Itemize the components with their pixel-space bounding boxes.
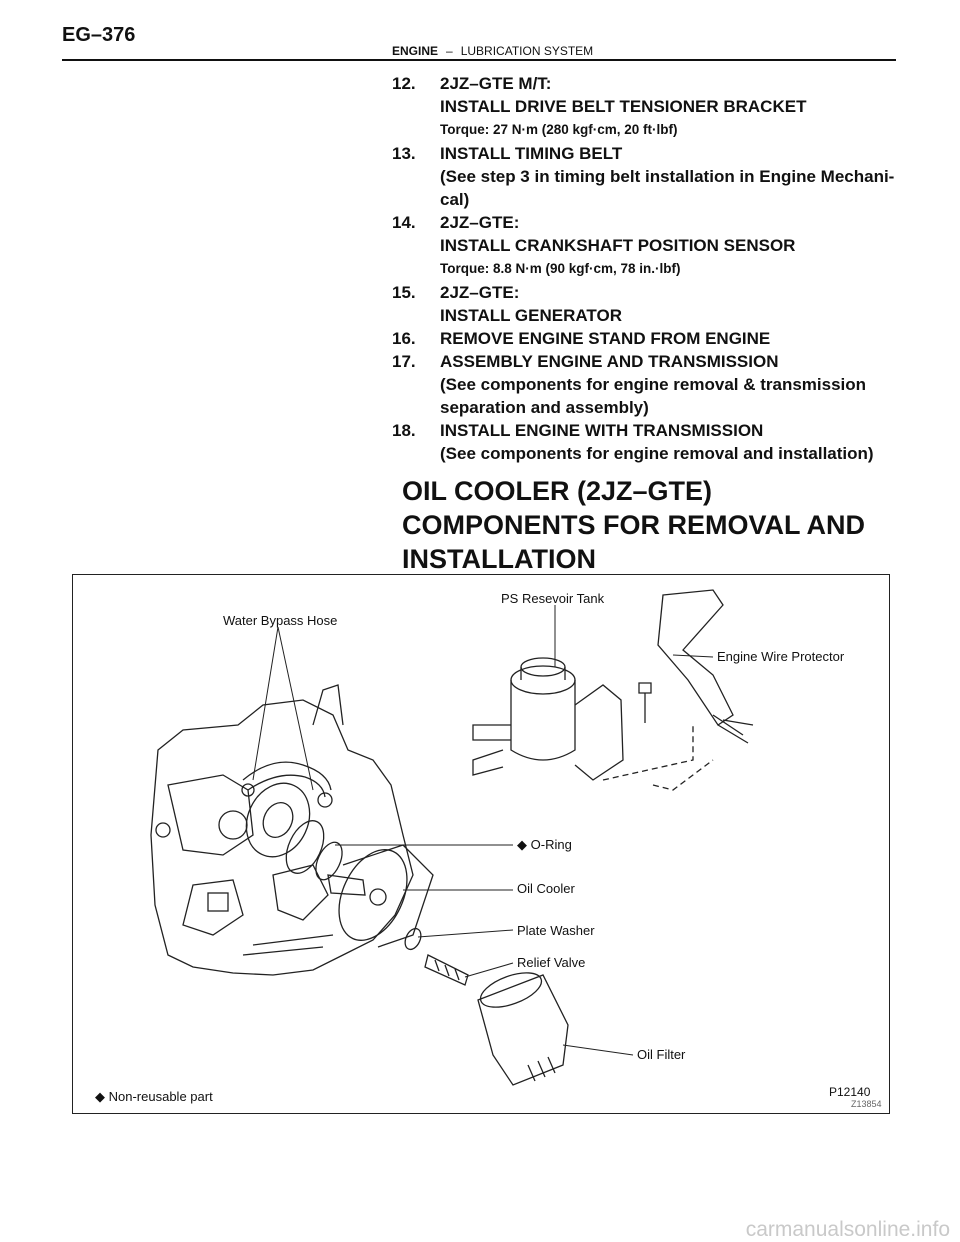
step-16: 16. REMOVE ENGINE STAND FROM ENGINE: [392, 327, 898, 350]
exploded-view-illustration: [150, 589, 754, 1086]
label-ps-reservoir-tank: PS Resevoir Tank: [501, 591, 605, 606]
page-number: EG–376: [62, 24, 136, 46]
section-title-line: OIL COOLER (2JZ–GTE): [402, 476, 713, 506]
components-diagram: Water Bypass Hose PS Resevoir Tank Engin…: [72, 574, 890, 1114]
section-name: ENGINE: [392, 44, 439, 58]
step-number: 13.: [392, 144, 416, 163]
o-ring-drawing: [315, 841, 343, 881]
step-13: 13. INSTALL TIMING BELT (See step 3 in t…: [392, 142, 898, 211]
step-line: cal): [440, 190, 470, 209]
step-number: 15.: [392, 283, 416, 302]
torque-spec: Torque: 8.8 N·m (90 kgf·cm, 78 in.·lbf): [440, 261, 681, 276]
step-number: 12.: [392, 74, 416, 93]
label-oil-filter: Oil Filter: [637, 1047, 686, 1062]
torque-spec: Torque: 27 N·m (280 kgf·cm, 20 ft·lbf): [440, 122, 678, 137]
label-o-ring: ◆ O-Ring: [517, 837, 572, 853]
oil-cooler-drawing: [327, 844, 434, 948]
step-number: 18.: [392, 421, 416, 440]
water-bypass-hose-drawing: [241, 761, 333, 808]
label-plate-washer: Plate Washer: [517, 923, 595, 938]
figure-code: P12140: [829, 1085, 871, 1099]
step-line: INSTALL TIMING BELT: [440, 144, 623, 163]
step-number: 14.: [392, 213, 416, 232]
label-relief-valve: Relief Valve: [517, 955, 586, 970]
step-line: (See components for engine removal and i…: [440, 444, 874, 463]
step-line: INSTALL GENERATOR: [440, 306, 622, 325]
label-engine-wire-protector: Engine Wire Protector: [717, 649, 845, 664]
step-line: INSTALL CRANKSHAFT POSITION SENSOR: [440, 236, 796, 255]
o-ring-label-text: O-Ring: [530, 837, 572, 852]
step-17: 17. ASSEMBLY ENGINE AND TRANSMISSION (Se…: [392, 350, 898, 419]
non-reusable-marker-icon: ◆: [95, 1089, 105, 1104]
step-line: (See step 3 in timing belt installation …: [440, 167, 895, 186]
section-header: ENGINE–LUBRICATION SYSTEM: [392, 44, 593, 58]
bolt-drawing: [638, 682, 652, 723]
watermark: carmanualsonline.info: [745, 1218, 950, 1241]
subsection-name: LUBRICATION SYSTEM: [460, 44, 594, 58]
legend-text: Non-reusable part: [108, 1089, 213, 1104]
step-line: 2JZ–GTE M/T:: [440, 74, 552, 93]
header-separator: –: [446, 44, 453, 58]
step-number: 17.: [392, 352, 416, 371]
procedure-steps: 12. 2JZ–GTE M/T: INSTALL DRIVE BELT TENS…: [392, 72, 898, 465]
o-ring-drawing: [285, 820, 325, 874]
step-line: 2JZ–GTE:: [440, 213, 520, 232]
leader-lines: [252, 605, 714, 1056]
plate-washer-drawing: [404, 927, 422, 951]
step-line: INSTALL ENGINE WITH TRANSMISSION: [440, 421, 764, 440]
engine-wire-protector-drawing: [657, 589, 754, 744]
section-title: OIL COOLER (2JZ–GTE) COMPONENTS FOR REMO…: [402, 474, 922, 576]
oil-cooler-mount-drawing: [245, 782, 311, 858]
label-oil-cooler: Oil Cooler: [517, 881, 575, 896]
step-15: 15. 2JZ–GTE: INSTALL GENERATOR: [392, 281, 898, 327]
header-rule: [62, 59, 896, 61]
step-line: (See components for engine removal & tra…: [440, 375, 867, 394]
step-line: separation and assembly): [440, 398, 649, 417]
step-line: REMOVE ENGINE STAND FROM ENGINE: [440, 329, 771, 348]
oil-filter-drawing: [477, 972, 569, 1086]
step-18: 18. INSTALL ENGINE WITH TRANSMISSION (Se…: [392, 419, 898, 465]
label-water-bypass-hose: Water Bypass Hose: [223, 613, 338, 628]
section-title-line: COMPONENTS FOR REMOVAL AND: [402, 510, 866, 540]
figure-subcode: Z13854: [851, 1099, 882, 1109]
legend-non-reusable: ◆ Non-reusable part: [95, 1089, 213, 1105]
step-number: 16.: [392, 329, 416, 348]
non-reusable-marker-icon: ◆: [517, 837, 527, 852]
ps-reservoir-tank-drawing: [472, 657, 624, 781]
engine-block-drawing: [150, 684, 414, 976]
step-line: INSTALL DRIVE BELT TENSIONER BRACKET: [440, 97, 807, 116]
step-12: 12. 2JZ–GTE M/T: INSTALL DRIVE BELT TENS…: [392, 72, 898, 142]
section-title-line: INSTALLATION: [402, 544, 596, 574]
step-line: 2JZ–GTE:: [440, 283, 520, 302]
relief-valve-drawing: [424, 954, 469, 986]
step-line: ASSEMBLY ENGINE AND TRANSMISSION: [440, 352, 779, 371]
step-14: 14. 2JZ–GTE: INSTALL CRANKSHAFT POSITION…: [392, 211, 898, 281]
